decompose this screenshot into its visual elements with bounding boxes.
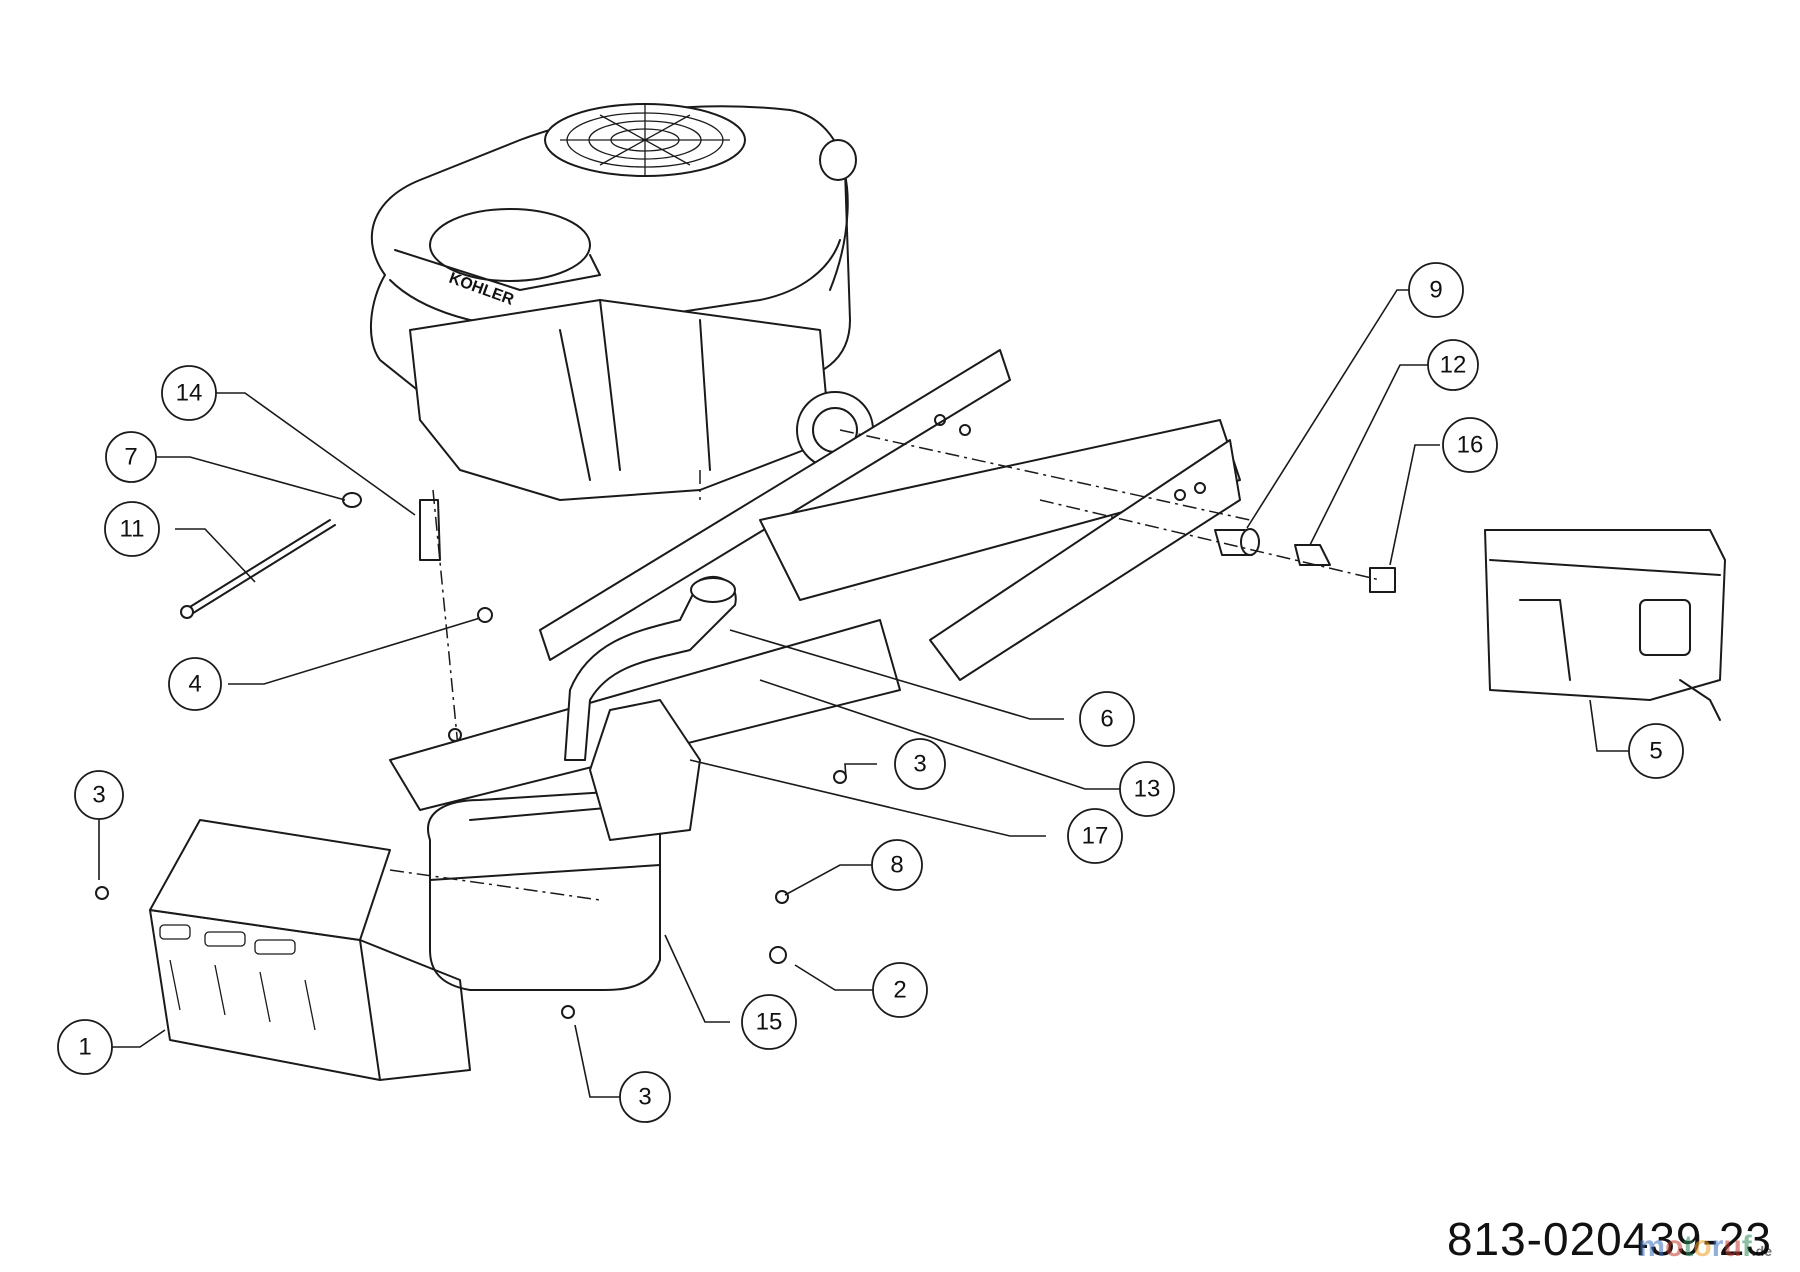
callout-14: 14 (161, 365, 217, 421)
callout-9: 9 (1408, 262, 1464, 318)
muffler (427, 699, 701, 991)
hose-and-clamp (180, 492, 493, 623)
heat-shield (149, 819, 601, 1081)
callout-12: 12 (1427, 339, 1479, 391)
watermark-logo: motoruf.de (1638, 1230, 1772, 1264)
callout-6: 6 (1079, 691, 1135, 747)
watermark-suffix: .de (1751, 1243, 1772, 1259)
callout-4: 4 (168, 657, 222, 711)
callout-1: 1 (57, 1019, 113, 1075)
callout-3-frame: 3 (894, 738, 946, 790)
callout-8-label: 8 (890, 852, 903, 879)
callout-4-label: 4 (188, 671, 201, 698)
callout-7: 7 (105, 431, 157, 483)
watermark-text: motoruf (1638, 1230, 1752, 1263)
inset-engine-view (1484, 529, 1726, 721)
callout-17-label: 17 (1082, 823, 1109, 850)
callout-14-label: 14 (176, 380, 203, 407)
callout-8: 8 (871, 839, 923, 891)
callout-3-left-label: 3 (92, 782, 105, 809)
exhaust-manifold (564, 575, 737, 761)
callout-3-frame-label: 3 (913, 751, 926, 778)
callout-16: 16 (1442, 417, 1498, 473)
small-parts (1039, 499, 1396, 593)
callout-11-label: 11 (120, 516, 145, 543)
callout-5: 5 (1628, 723, 1684, 779)
frame-rails (389, 349, 1251, 811)
callout-6-label: 6 (1100, 706, 1113, 733)
callout-2-label: 2 (893, 977, 906, 1004)
callout-9-label: 9 (1429, 277, 1442, 304)
callout-13: 13 (1119, 761, 1175, 817)
callout-7-label: 7 (124, 444, 137, 471)
callout-15: 15 (741, 994, 797, 1050)
callout-3-left: 3 (74, 770, 124, 820)
callout-16-label: 16 (1457, 432, 1484, 459)
callout-15-label: 15 (756, 1009, 783, 1036)
callout-3-bottom: 3 (619, 1071, 671, 1123)
callout-17: 17 (1067, 808, 1123, 864)
callout-5-label: 5 (1649, 738, 1662, 765)
callout-13-label: 13 (1134, 776, 1161, 803)
callout-1-label: 1 (78, 1034, 91, 1061)
fasteners (95, 770, 847, 1019)
callout-12-label: 12 (1440, 352, 1467, 379)
callout-2: 2 (872, 962, 928, 1018)
engine: KOHLER (369, 103, 874, 871)
callout-3-bottom-label: 3 (638, 1084, 651, 1111)
drawing-number: 813-020439-23 (1446, 1213, 1772, 1265)
callout-11: 11 (104, 501, 160, 557)
